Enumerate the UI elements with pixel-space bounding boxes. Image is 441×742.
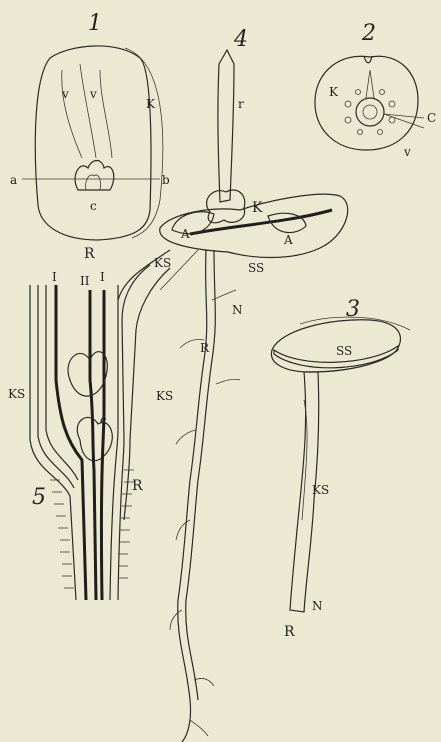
fig2-label-c: C — [427, 111, 436, 125]
fig2-number: 2 — [361, 21, 376, 46]
fig5-label-ks-right: KS — [156, 389, 173, 403]
fig3-label-n: N — [312, 599, 323, 613]
fig1-testa — [125, 48, 163, 238]
fig2-embryo-ring — [356, 98, 384, 126]
fig1-label-v-left: v — [61, 87, 69, 101]
fig5-bundle-ii — [90, 290, 96, 600]
fig5-embryo — [68, 352, 107, 396]
fig2-bundles — [345, 90, 395, 135]
fig1-label-b: b — [162, 173, 170, 187]
fig2-embryo-core — [363, 105, 377, 119]
fig5-node — [77, 417, 112, 460]
fig2-radial — [366, 70, 374, 98]
fig5-label-i-right: I — [100, 270, 105, 284]
fig1-label-a: a — [10, 173, 17, 187]
fig4-root — [178, 250, 207, 742]
fig4-label-a-left: A — [180, 227, 190, 241]
fig5-bundle-i-left — [56, 285, 86, 600]
figure-2: 2 K C v — [315, 21, 436, 159]
fig5-label-r: R — [132, 478, 143, 494]
figure-5: 5 I II I KS KS c R — [8, 250, 173, 600]
fig3-label-r: R — [284, 624, 295, 640]
fig4-label-a-right: A — [283, 233, 293, 247]
fig5-bundle-i-right — [101, 290, 104, 600]
fig4-number: 4 — [233, 27, 248, 52]
fig3-number: 3 — [346, 297, 360, 322]
fig2-disc — [315, 56, 418, 150]
fig5-label-ks-left: KS — [8, 387, 25, 401]
fig1-embryo-inner — [86, 175, 101, 190]
fig4-label-k: K — [252, 200, 263, 216]
fig3-root-vessel — [302, 400, 307, 520]
fig1-number: 1 — [88, 11, 102, 36]
fig4-label-r: R — [200, 341, 210, 355]
fig5-number: 5 — [32, 485, 46, 510]
fig4-label-ks: KS — [154, 256, 171, 270]
fig5-ks-left-3 — [46, 285, 78, 480]
fig4-shoot — [218, 50, 234, 202]
fig1-label-r: R — [84, 246, 95, 262]
fig5-label-i-left: I — [52, 270, 57, 284]
fig1-label-k: K — [146, 97, 156, 111]
fig2-label-v: v — [403, 145, 411, 159]
fig3-label-ss: SS — [336, 344, 352, 358]
fig1-label-c: c — [90, 199, 97, 213]
fig2-label-k: K — [329, 85, 339, 99]
fig1-vessel-right — [100, 70, 112, 158]
fig4-knot — [207, 190, 245, 223]
figure-3: 3 SS KS N R — [271, 297, 410, 640]
fig5-ks-right-2 — [118, 265, 150, 600]
fig1-label-v-right: v — [89, 87, 97, 101]
fig4-label-r-tip: r — [238, 97, 244, 111]
fig1-vessel-left — [62, 70, 82, 158]
fig1-vessel-mid — [80, 64, 96, 158]
fig5-label-c: c — [100, 413, 107, 427]
fig5-label-ii: II — [80, 274, 90, 288]
fig3-label-ks: KS — [312, 483, 329, 497]
fig4-label-ss: SS — [248, 261, 264, 275]
fig4-label-n: N — [232, 303, 243, 317]
figure-1: 1 v v K a b c R — [10, 11, 170, 262]
